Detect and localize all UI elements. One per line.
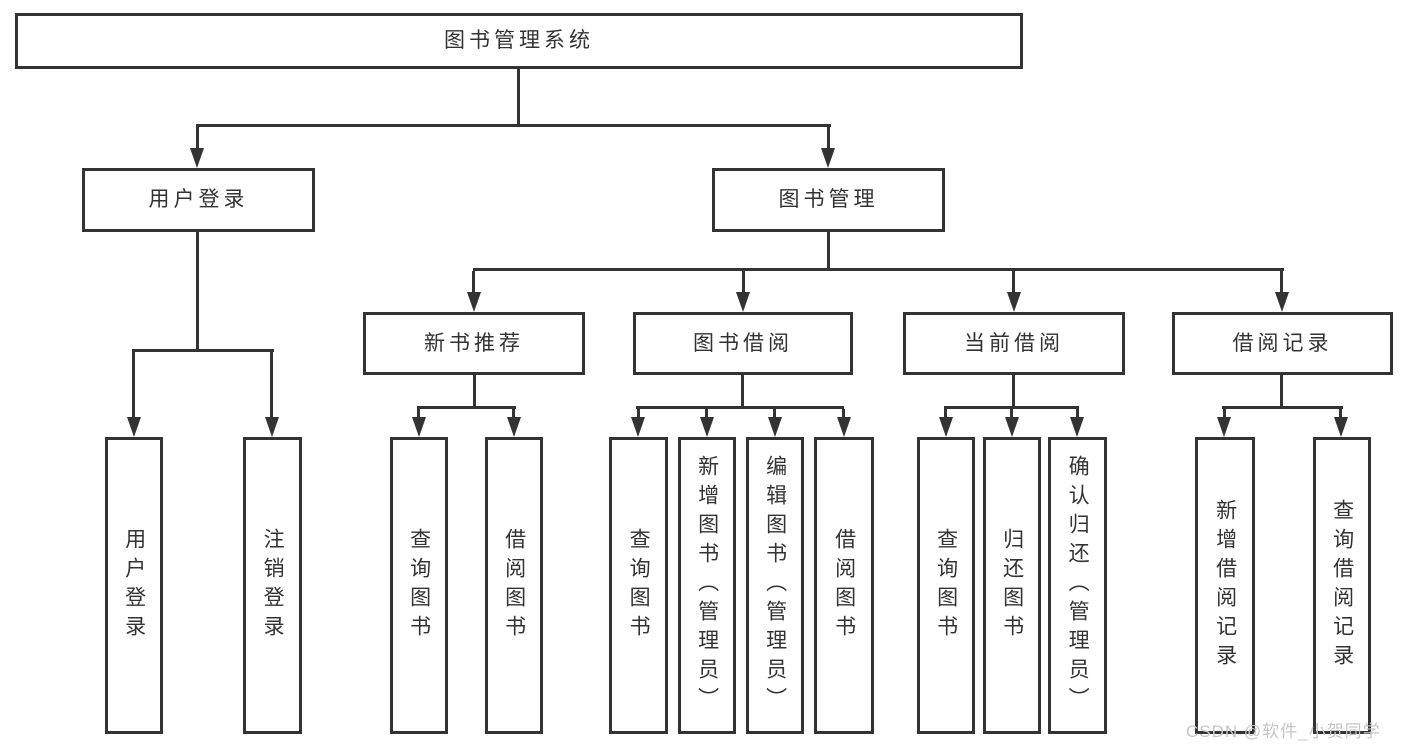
connector-line xyxy=(196,127,199,150)
connector-line xyxy=(473,268,1284,271)
connector-arrowhead xyxy=(127,417,141,437)
leaf-query-books-1: 查询图书 xyxy=(390,437,448,734)
connector-arrowhead xyxy=(736,292,750,312)
connector-arrowhead xyxy=(467,292,481,312)
connector-line xyxy=(1280,271,1283,293)
connector-line xyxy=(944,406,1079,409)
connector-line xyxy=(1223,409,1226,419)
leaf-user-login: 用户登录 xyxy=(105,437,163,734)
leaf-confirm-return-admin: 确认归还（管理员） xyxy=(1048,437,1107,734)
leaf-borrow-books-2: 借阅图书 xyxy=(814,437,874,734)
connector-line xyxy=(196,124,831,127)
connector-line xyxy=(636,406,844,409)
connector-line xyxy=(827,232,830,271)
leaf-return-books: 归还图书 xyxy=(983,437,1041,734)
csdn-watermark: CSDN @软件_小贺同学 xyxy=(1186,722,1381,741)
connector-arrowhead xyxy=(1275,292,1289,312)
connector-line xyxy=(196,232,199,352)
connector-arrowhead xyxy=(1007,292,1021,312)
connector-line xyxy=(773,409,776,419)
connector-line xyxy=(517,69,520,126)
connector-line xyxy=(1010,409,1013,419)
connector-line xyxy=(827,127,830,150)
node-new-book-recommend: 新书推荐 xyxy=(363,312,585,375)
connector-arrowhead xyxy=(837,417,851,437)
connector-line xyxy=(417,409,420,419)
node-borrow-records: 借阅记录 xyxy=(1172,312,1393,375)
node-book-borrow: 图书借阅 xyxy=(633,312,853,375)
connector-arrowhead xyxy=(507,417,521,437)
connector-arrowhead xyxy=(821,148,835,168)
leaf-borrow-books-1: 借阅图书 xyxy=(485,437,543,734)
connector-arrowhead xyxy=(412,417,426,437)
node-book-management: 图书管理 xyxy=(712,168,945,232)
leaf-query-books-3: 查询图书 xyxy=(917,437,975,734)
leaf-add-books-admin: 新增图书（管理员） xyxy=(678,437,736,734)
node-root-system: 图书管理系统 xyxy=(15,13,1023,69)
connector-line xyxy=(741,375,744,409)
connector-line xyxy=(417,406,516,409)
connector-arrowhead xyxy=(700,417,714,437)
connector-line xyxy=(1076,409,1079,419)
connector-line xyxy=(742,271,745,293)
connector-line xyxy=(1339,409,1342,419)
connector-arrowhead xyxy=(265,417,279,437)
connector-line xyxy=(637,409,640,419)
connector-line xyxy=(1222,406,1343,409)
connector-line xyxy=(842,409,845,419)
connector-arrowhead xyxy=(631,417,645,437)
node-user-login: 用户登录 xyxy=(82,168,315,232)
connector-line xyxy=(1012,375,1015,409)
connector-line xyxy=(472,271,475,293)
connector-line xyxy=(132,352,135,418)
connector-arrowhead xyxy=(939,417,953,437)
connector-arrowhead xyxy=(1217,417,1231,437)
leaf-edit-books-admin: 编辑图书（管理员） xyxy=(746,437,804,734)
connector-line xyxy=(1012,271,1015,293)
connector-line xyxy=(512,409,515,419)
connector-line xyxy=(1280,375,1283,409)
leaf-logout: 注销登录 xyxy=(243,437,302,734)
leaf-add-borrow-record: 新增借阅记录 xyxy=(1195,437,1255,734)
connector-arrowhead xyxy=(190,148,204,168)
node-current-borrow: 当前借阅 xyxy=(903,312,1125,375)
connector-arrowhead xyxy=(1070,417,1084,437)
connector-arrowhead xyxy=(768,417,782,437)
connector-line xyxy=(132,349,274,352)
connector-line xyxy=(705,409,708,419)
connector-line xyxy=(944,409,947,419)
connector-arrowhead xyxy=(1005,417,1019,437)
leaf-query-borrow-record: 查询借阅记录 xyxy=(1313,437,1371,734)
connector-arrowhead xyxy=(1334,417,1348,437)
connector-line xyxy=(473,375,476,409)
connector-line xyxy=(270,352,273,418)
leaf-query-books-2: 查询图书 xyxy=(609,437,668,734)
